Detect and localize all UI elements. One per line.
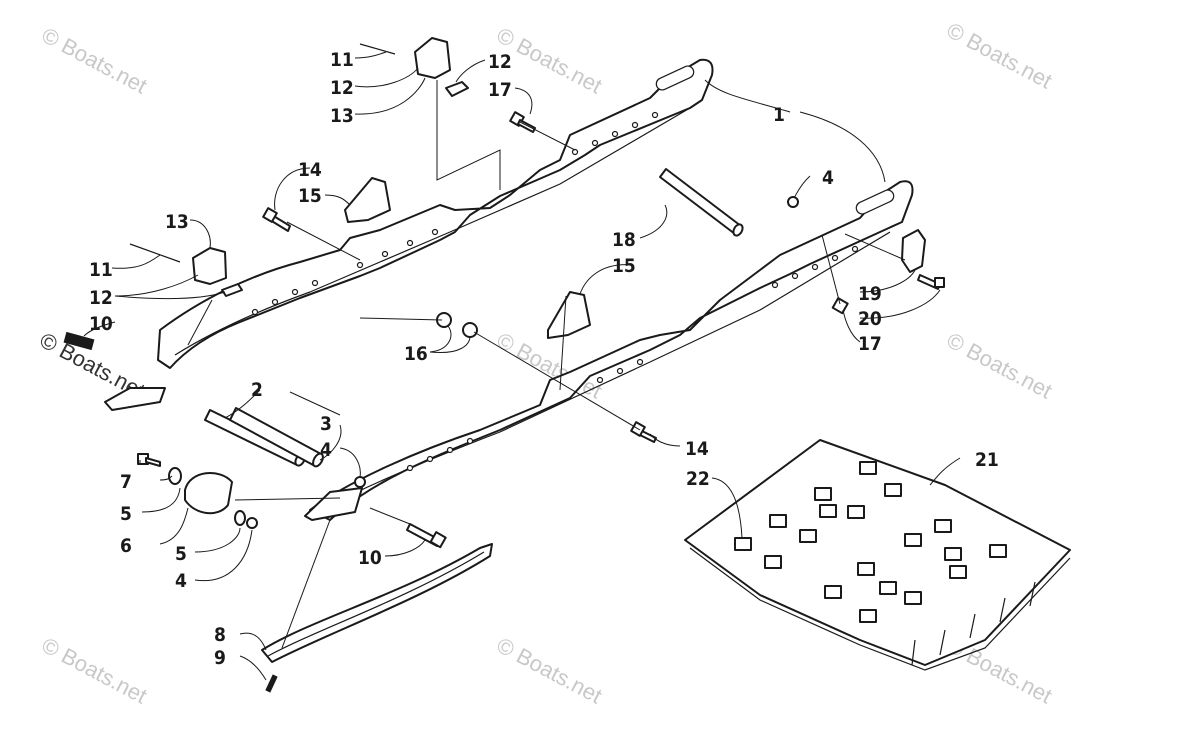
callout-11: 11	[330, 49, 354, 71]
cross-shafts	[204, 168, 744, 468]
wear-strip	[261, 543, 493, 693]
callout-9: 9	[214, 647, 226, 669]
callout-13: 13	[330, 105, 354, 127]
callout-12: 12	[488, 51, 512, 73]
callout-6: 6	[120, 535, 132, 557]
watermark: © Boats.net	[38, 22, 152, 98]
track	[684, 439, 1071, 671]
callout-16: 16	[404, 343, 428, 365]
callout-4: 4	[822, 167, 834, 189]
watermark: © Boats.net	[493, 632, 607, 708]
watermark: © Boats.net	[943, 17, 1057, 93]
callout-4: 4	[320, 439, 332, 461]
callout-8: 8	[214, 624, 226, 646]
callout-4: 4	[175, 570, 187, 592]
callout-15: 15	[298, 185, 322, 207]
callout-10: 10	[89, 313, 113, 335]
callout-1: 1	[773, 104, 785, 126]
callout-17: 17	[488, 79, 512, 101]
callout-5: 5	[175, 543, 187, 565]
callout-labels: 1 2 3 4 4 4 5 5 6 7 8 9 10 10 11 11 12 1…	[89, 49, 999, 669]
rail-lower-holes	[406, 245, 859, 472]
callout-19: 19	[858, 283, 882, 305]
callout-2: 2	[251, 379, 263, 401]
callout-17: 17	[858, 333, 882, 355]
track-lugs	[734, 461, 1007, 623]
track-teeth	[911, 581, 1036, 666]
callout-3: 3	[320, 413, 332, 435]
rail-upper-tip	[104, 387, 166, 411]
callout-7: 7	[120, 471, 132, 493]
callout-20: 20	[858, 308, 882, 330]
callout-5: 5	[120, 503, 132, 525]
leader-lines	[83, 51, 961, 681]
watermark: © Boats.net	[943, 327, 1057, 403]
callout-13: 13	[165, 211, 189, 233]
callout-11: 11	[89, 259, 113, 281]
rail-upper	[157, 58, 714, 369]
callout-14: 14	[298, 159, 322, 181]
callout-10: 10	[358, 547, 382, 569]
callout-14: 14	[685, 438, 709, 460]
callout-21: 21	[975, 449, 999, 471]
rail-upper-holes	[251, 111, 659, 316]
callout-15: 15	[612, 255, 636, 277]
callout-12: 12	[89, 287, 113, 309]
rail-lower-tip	[304, 487, 363, 521]
callout-12: 12	[330, 77, 354, 99]
callout-22: 22	[686, 468, 710, 490]
callout-18: 18	[612, 229, 636, 251]
watermark: © Boats.net	[38, 632, 152, 708]
